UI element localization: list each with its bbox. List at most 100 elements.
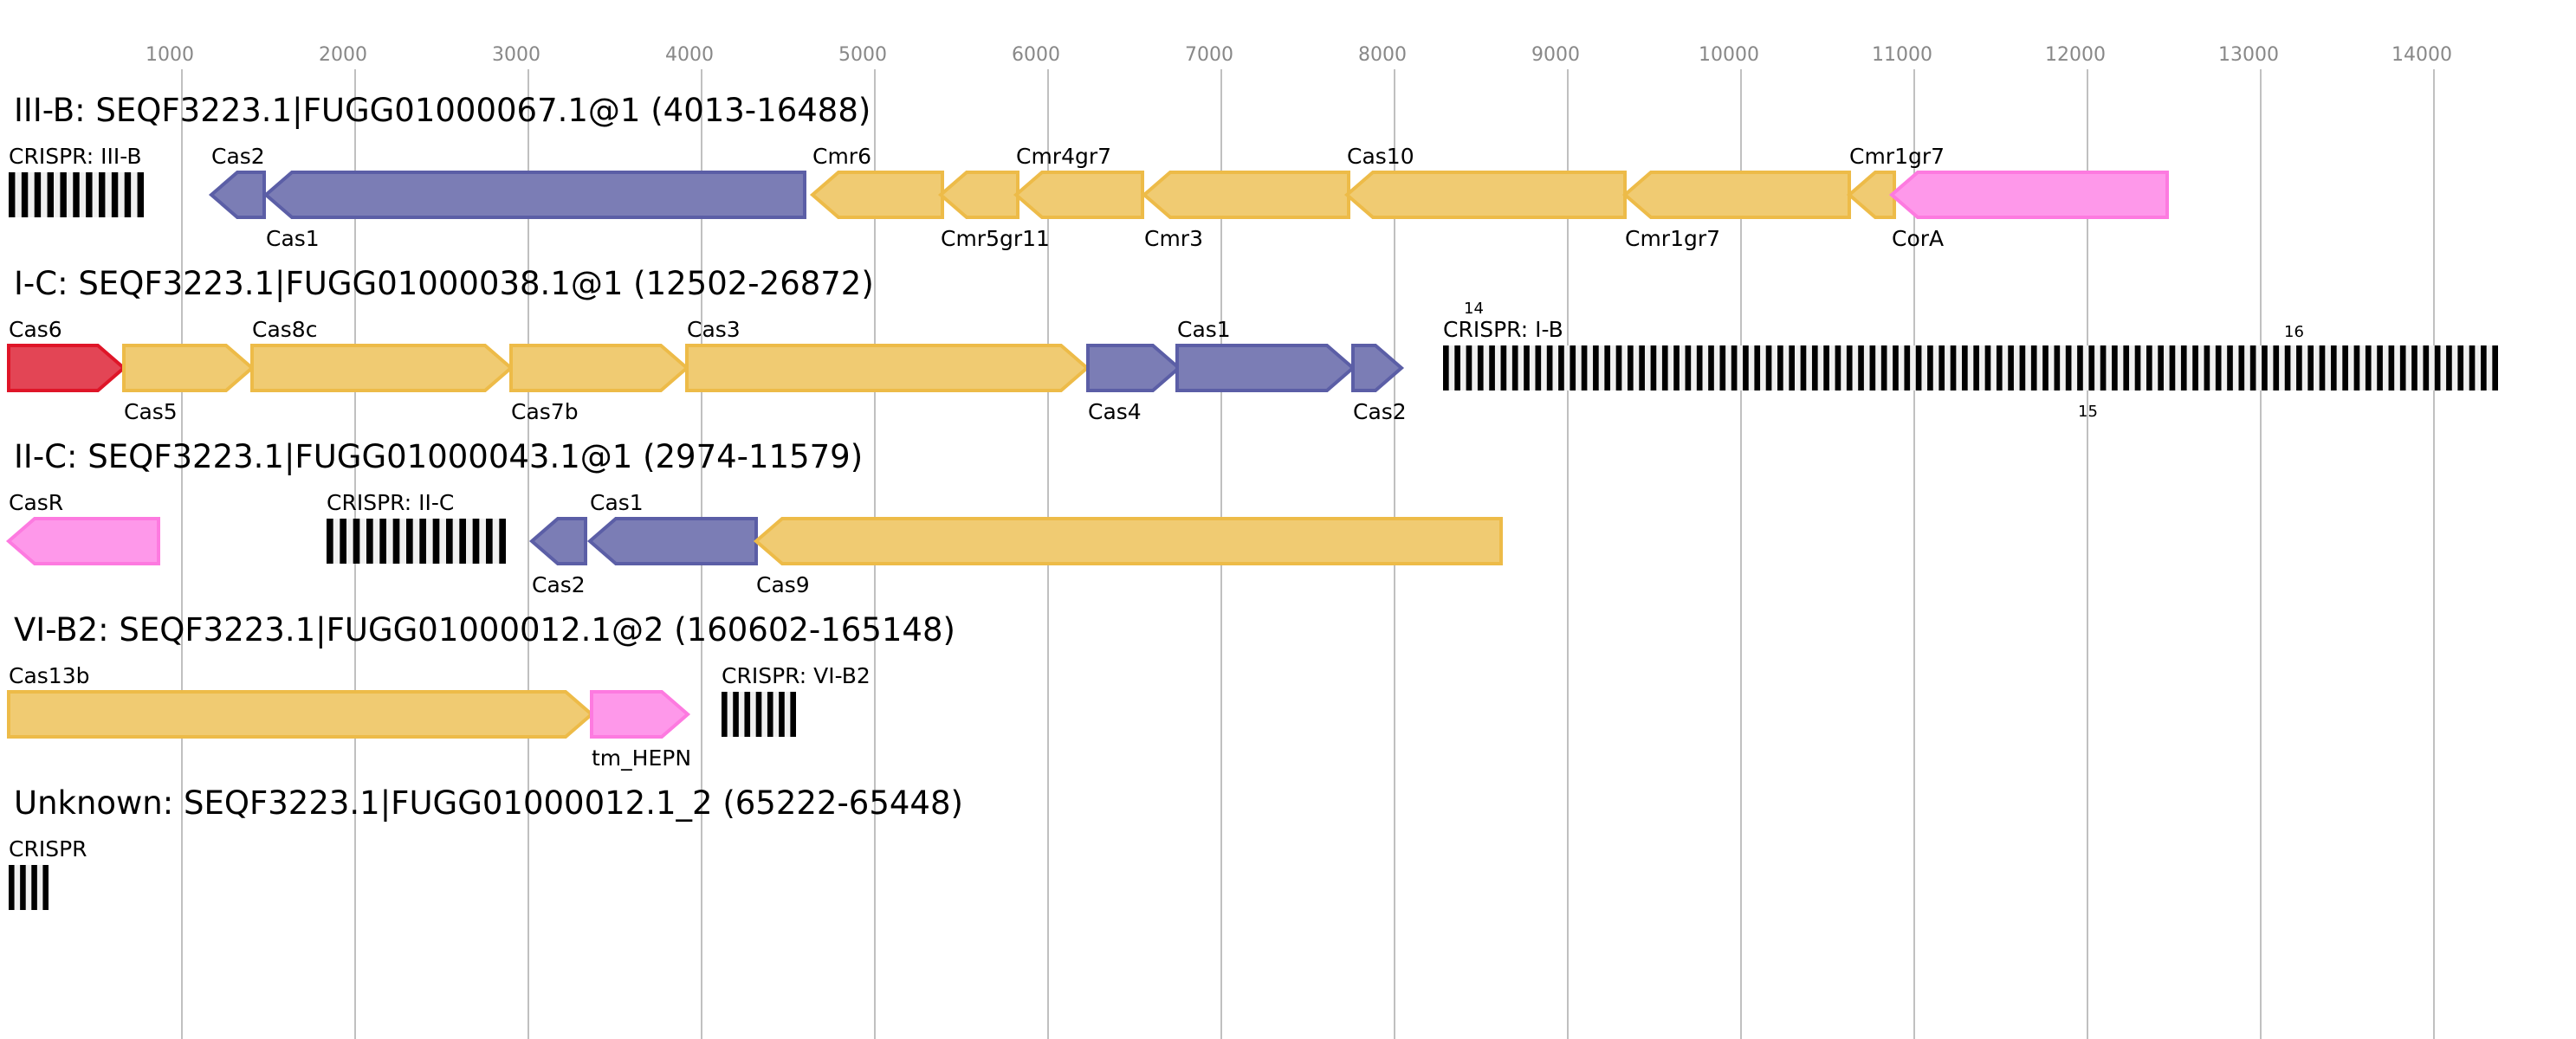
crispr-repeat xyxy=(2249,345,2256,390)
crispr-array[interactable] xyxy=(1443,345,2498,390)
crispr-repeat xyxy=(2077,345,2083,390)
gene-label: CorA xyxy=(1892,226,1944,251)
crispr-repeat xyxy=(1524,345,1530,390)
gene-label: Cmr6 xyxy=(812,144,871,169)
crispr-repeat xyxy=(2330,345,2337,390)
gene-arrow-cas9[interactable] xyxy=(753,517,1503,565)
gene-label: Cas8c xyxy=(252,317,317,342)
crispr-repeat xyxy=(1927,345,1933,390)
crispr-repeat xyxy=(1661,345,1668,390)
gene-arrow-casr[interactable] xyxy=(5,517,160,565)
crispr-repeat xyxy=(1500,345,1507,390)
gene-label: Cas7b xyxy=(511,399,579,424)
crispr-repeat xyxy=(1950,345,1957,390)
gene-arrow-cora[interactable] xyxy=(1888,171,2169,219)
crispr-repeat xyxy=(2238,345,2245,390)
crispr-repeat xyxy=(499,519,506,564)
gene-arrow-cas6[interactable] xyxy=(7,344,127,392)
crispr-repeat xyxy=(1639,345,1645,390)
crispr-repeat xyxy=(2262,345,2268,390)
locus-row: VI-B2: SEQF3223.1|FUGG01000012.1@2 (1606… xyxy=(7,611,955,771)
crispr-repeat xyxy=(1685,345,1692,390)
crispr-repeat xyxy=(42,865,49,910)
gene-arrow-cmr4gr7[interactable] xyxy=(1013,171,1144,219)
crispr-repeat xyxy=(1789,345,1795,390)
gene-arrow-cas13b[interactable] xyxy=(7,690,595,739)
locus-row: II-C: SEQF3223.1|FUGG01000043.1@1 (2974-… xyxy=(5,438,1503,597)
crispr-repeat xyxy=(2192,345,2198,390)
crispr-repeat xyxy=(1489,345,1495,390)
crispr-array[interactable] xyxy=(9,865,49,910)
gene-arrow-cas5[interactable] xyxy=(122,344,256,392)
locus-title: II-C: SEQF3223.1|FUGG01000043.1@1 (2974-… xyxy=(14,438,863,475)
gene-arrow-tm-hepn[interactable] xyxy=(590,690,691,739)
crispr-repeat xyxy=(1581,345,1588,390)
crispr-repeat xyxy=(1800,345,1807,390)
crispr-repeat xyxy=(432,519,440,564)
gene-arrow-cas3[interactable] xyxy=(685,344,1091,392)
crispr-repeat xyxy=(392,519,400,564)
cas-loci-rows: III-B: SEQF3223.1|FUGG01000067.1@1 (4013… xyxy=(5,92,2498,910)
crispr-repeat xyxy=(2492,345,2498,390)
crispr-repeat xyxy=(744,692,751,737)
crispr-repeat xyxy=(722,692,728,737)
crispr-repeat xyxy=(419,519,426,564)
crispr-marker-label: 16 xyxy=(2284,323,2304,341)
crispr-repeat xyxy=(73,172,80,217)
gene-arrow-cas7b[interactable] xyxy=(509,344,690,392)
gene-arrow-cmr6[interactable] xyxy=(809,171,944,219)
locus-title: Unknown: SEQF3223.1|FUGG01000012.1_2 (65… xyxy=(14,784,963,822)
crispr-repeat xyxy=(1984,345,1991,390)
crispr-repeat xyxy=(2123,345,2130,390)
gene-arrow-cas8c[interactable] xyxy=(250,344,515,392)
crispr-repeat xyxy=(1570,345,1576,390)
crispr-label: CRISPR: I-B xyxy=(1443,317,1563,342)
crispr-repeat xyxy=(472,519,480,564)
gene-arrow-cmr3[interactable] xyxy=(1141,171,1350,219)
crispr-repeat xyxy=(1627,345,1634,390)
crispr-repeat xyxy=(2065,345,2072,390)
crispr-repeat xyxy=(446,519,453,564)
gene-label: Cas2 xyxy=(211,144,265,169)
crispr-repeat xyxy=(2365,345,2372,390)
crispr-repeat xyxy=(2134,345,2141,390)
gene-label: Cas2 xyxy=(1353,399,1407,424)
crispr-repeat xyxy=(9,172,16,217)
gene-arrow-cas1[interactable] xyxy=(586,517,758,565)
crispr-label: CRISPR: VI-B2 xyxy=(722,663,871,688)
crispr-repeat xyxy=(340,519,346,564)
gene-arrow-cas2[interactable] xyxy=(208,171,266,219)
crispr-repeat xyxy=(767,692,773,737)
gene-label: Cas13b xyxy=(9,663,89,688)
gene-arrow-cas10[interactable] xyxy=(1343,171,1627,219)
crispr-repeat xyxy=(1835,345,1841,390)
gene-arrow-cas1[interactable] xyxy=(1175,344,1356,392)
crispr-repeat xyxy=(99,172,106,217)
crispr-array[interactable] xyxy=(722,692,796,737)
crispr-repeat xyxy=(2399,345,2406,390)
crispr-repeat xyxy=(1696,345,1703,390)
gene-arrow-cas2[interactable] xyxy=(1351,344,1405,392)
crispr-array[interactable] xyxy=(9,172,144,217)
crispr-repeat xyxy=(1880,345,1887,390)
crispr-repeat xyxy=(1777,345,1783,390)
crispr-repeat xyxy=(327,519,333,564)
gene-arrow-cmr1gr7[interactable] xyxy=(1621,171,1851,219)
axis-tick-label: 1000 xyxy=(146,44,194,66)
crispr-repeat xyxy=(1938,345,1945,390)
gene-arrow-cmr5gr11[interactable] xyxy=(937,171,1019,219)
crispr-repeat xyxy=(20,865,26,910)
crispr-label: CRISPR xyxy=(9,836,87,862)
axis-tick-label: 3000 xyxy=(492,44,540,66)
crispr-array[interactable] xyxy=(327,519,506,564)
gene-arrow-cas1[interactable] xyxy=(262,171,806,219)
axis-tick-label: 4000 xyxy=(665,44,714,66)
crispr-repeat xyxy=(2434,345,2441,390)
gene-arrow-cas4[interactable] xyxy=(1086,344,1182,392)
gene-arrow-cmr1gr7[interactable] xyxy=(1846,171,1896,219)
gene-label: Cas5 xyxy=(124,399,178,424)
crispr-repeat xyxy=(2423,345,2430,390)
gene-arrow-cas2[interactable] xyxy=(528,517,587,565)
crispr-repeat xyxy=(2008,345,2014,390)
